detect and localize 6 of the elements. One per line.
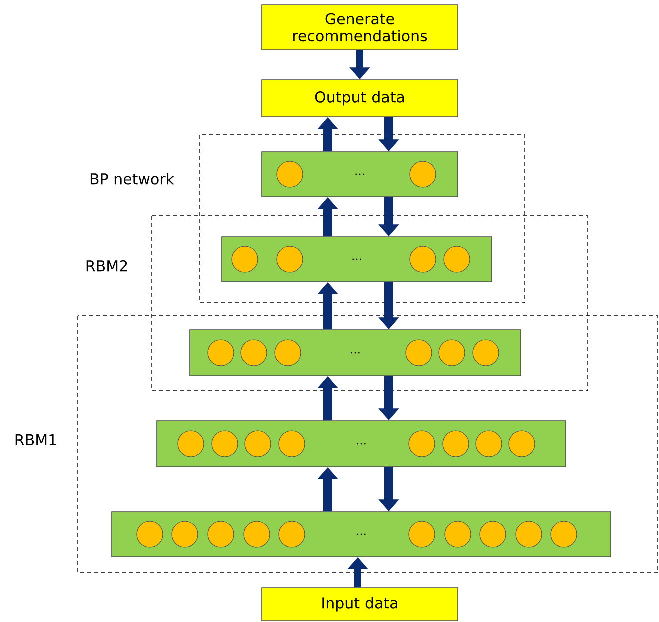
group-label: BP network (90, 173, 174, 185)
group-label: RBM2 (86, 260, 128, 272)
group-label: RBM1 (16, 434, 56, 446)
data-box: Output data (262, 80, 458, 118)
data-box: Generate recommendations (262, 4, 458, 50)
data-box: Input data (262, 588, 458, 622)
